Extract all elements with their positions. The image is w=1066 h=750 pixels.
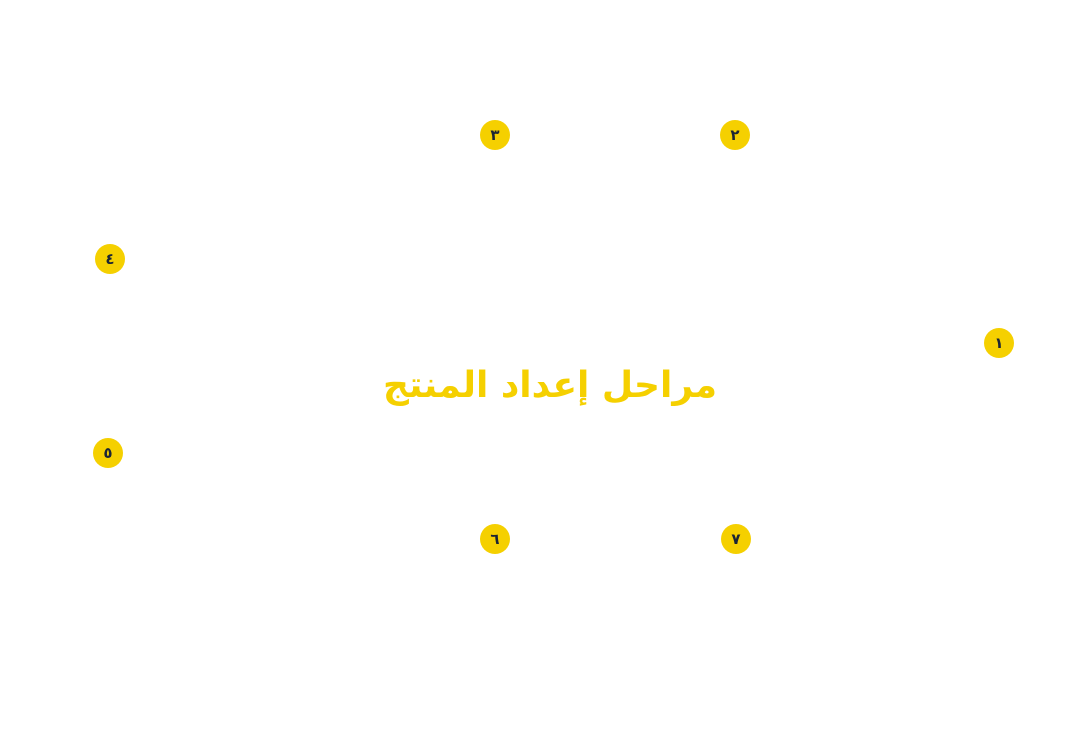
diagram-title: مراحل إعداد المنتج bbox=[382, 365, 718, 406]
step-badge-7: ٧ bbox=[721, 524, 751, 554]
step-badge-2: ٢ bbox=[720, 120, 750, 150]
step-badge-5: ٥ bbox=[93, 438, 123, 468]
step-badge-6: ٦ bbox=[480, 524, 510, 554]
step-badge-4: ٤ bbox=[95, 244, 125, 274]
step-badge-3: ٣ bbox=[480, 120, 510, 150]
step-badge-1: ١ bbox=[984, 328, 1014, 358]
